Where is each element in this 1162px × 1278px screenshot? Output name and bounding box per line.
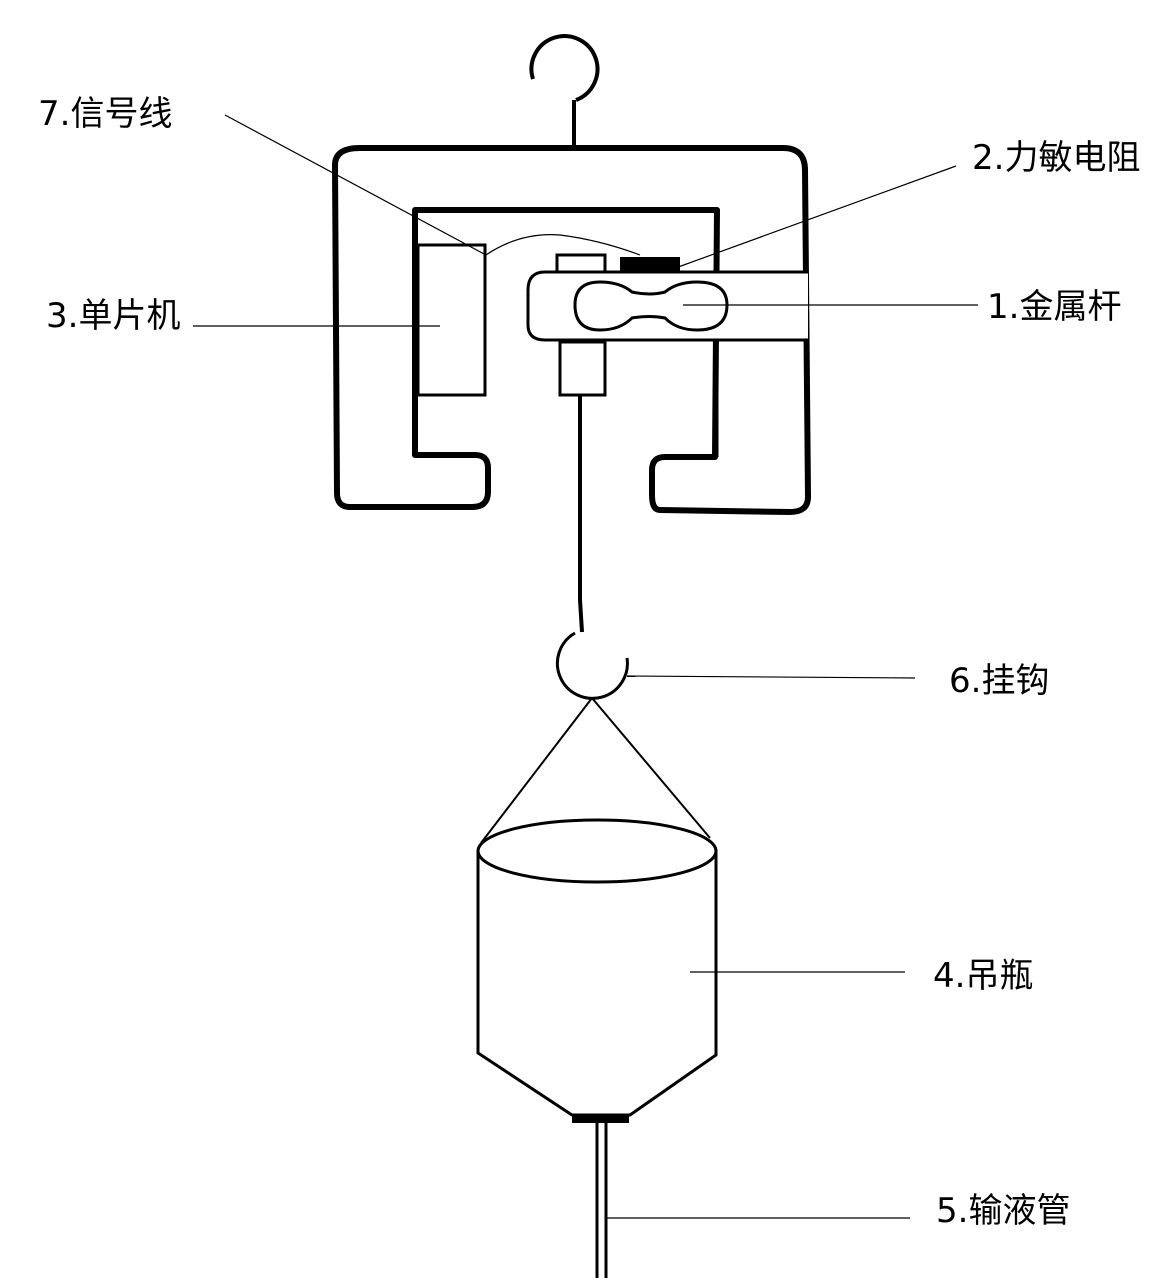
label-force-resistor: 2.力敏电阻: [972, 138, 1141, 178]
label-signal-wire: 7.信号线: [38, 94, 173, 134]
leader-force-resistor: [669, 165, 957, 271]
infusion-bottle: [476, 818, 718, 1117]
bottle-strings: [480, 697, 711, 844]
mcu-block: [416, 243, 487, 397]
label-metal-rod: 1.金属杆: [987, 287, 1122, 327]
force-resistor-block: [620, 257, 680, 272]
hanging-wire: [578, 396, 584, 633]
bottle-cap: [572, 1115, 629, 1123]
leader-signal-wire: [224, 114, 487, 256]
infusion-tube-lines: [595, 1123, 608, 1278]
label-mcu: 3.单片机: [46, 296, 181, 336]
lower-hook: [555, 631, 629, 700]
outer-housing: [332, 145, 811, 515]
signal-wire-path: [485, 234, 641, 256]
metal-rod-hole: [573, 280, 729, 332]
label-hook: 6.挂钩: [949, 661, 1050, 701]
label-infusion-tube: 5.输液管: [936, 1191, 1071, 1231]
top-hanger-hook: [529, 34, 600, 148]
leader-hook: [626, 675, 916, 679]
rod-connector: [558, 340, 607, 397]
leader-lines: [193, 114, 978, 1219]
sensor-small-box: [555, 253, 607, 275]
label-bottle: 4.吊瓶: [933, 956, 1034, 996]
